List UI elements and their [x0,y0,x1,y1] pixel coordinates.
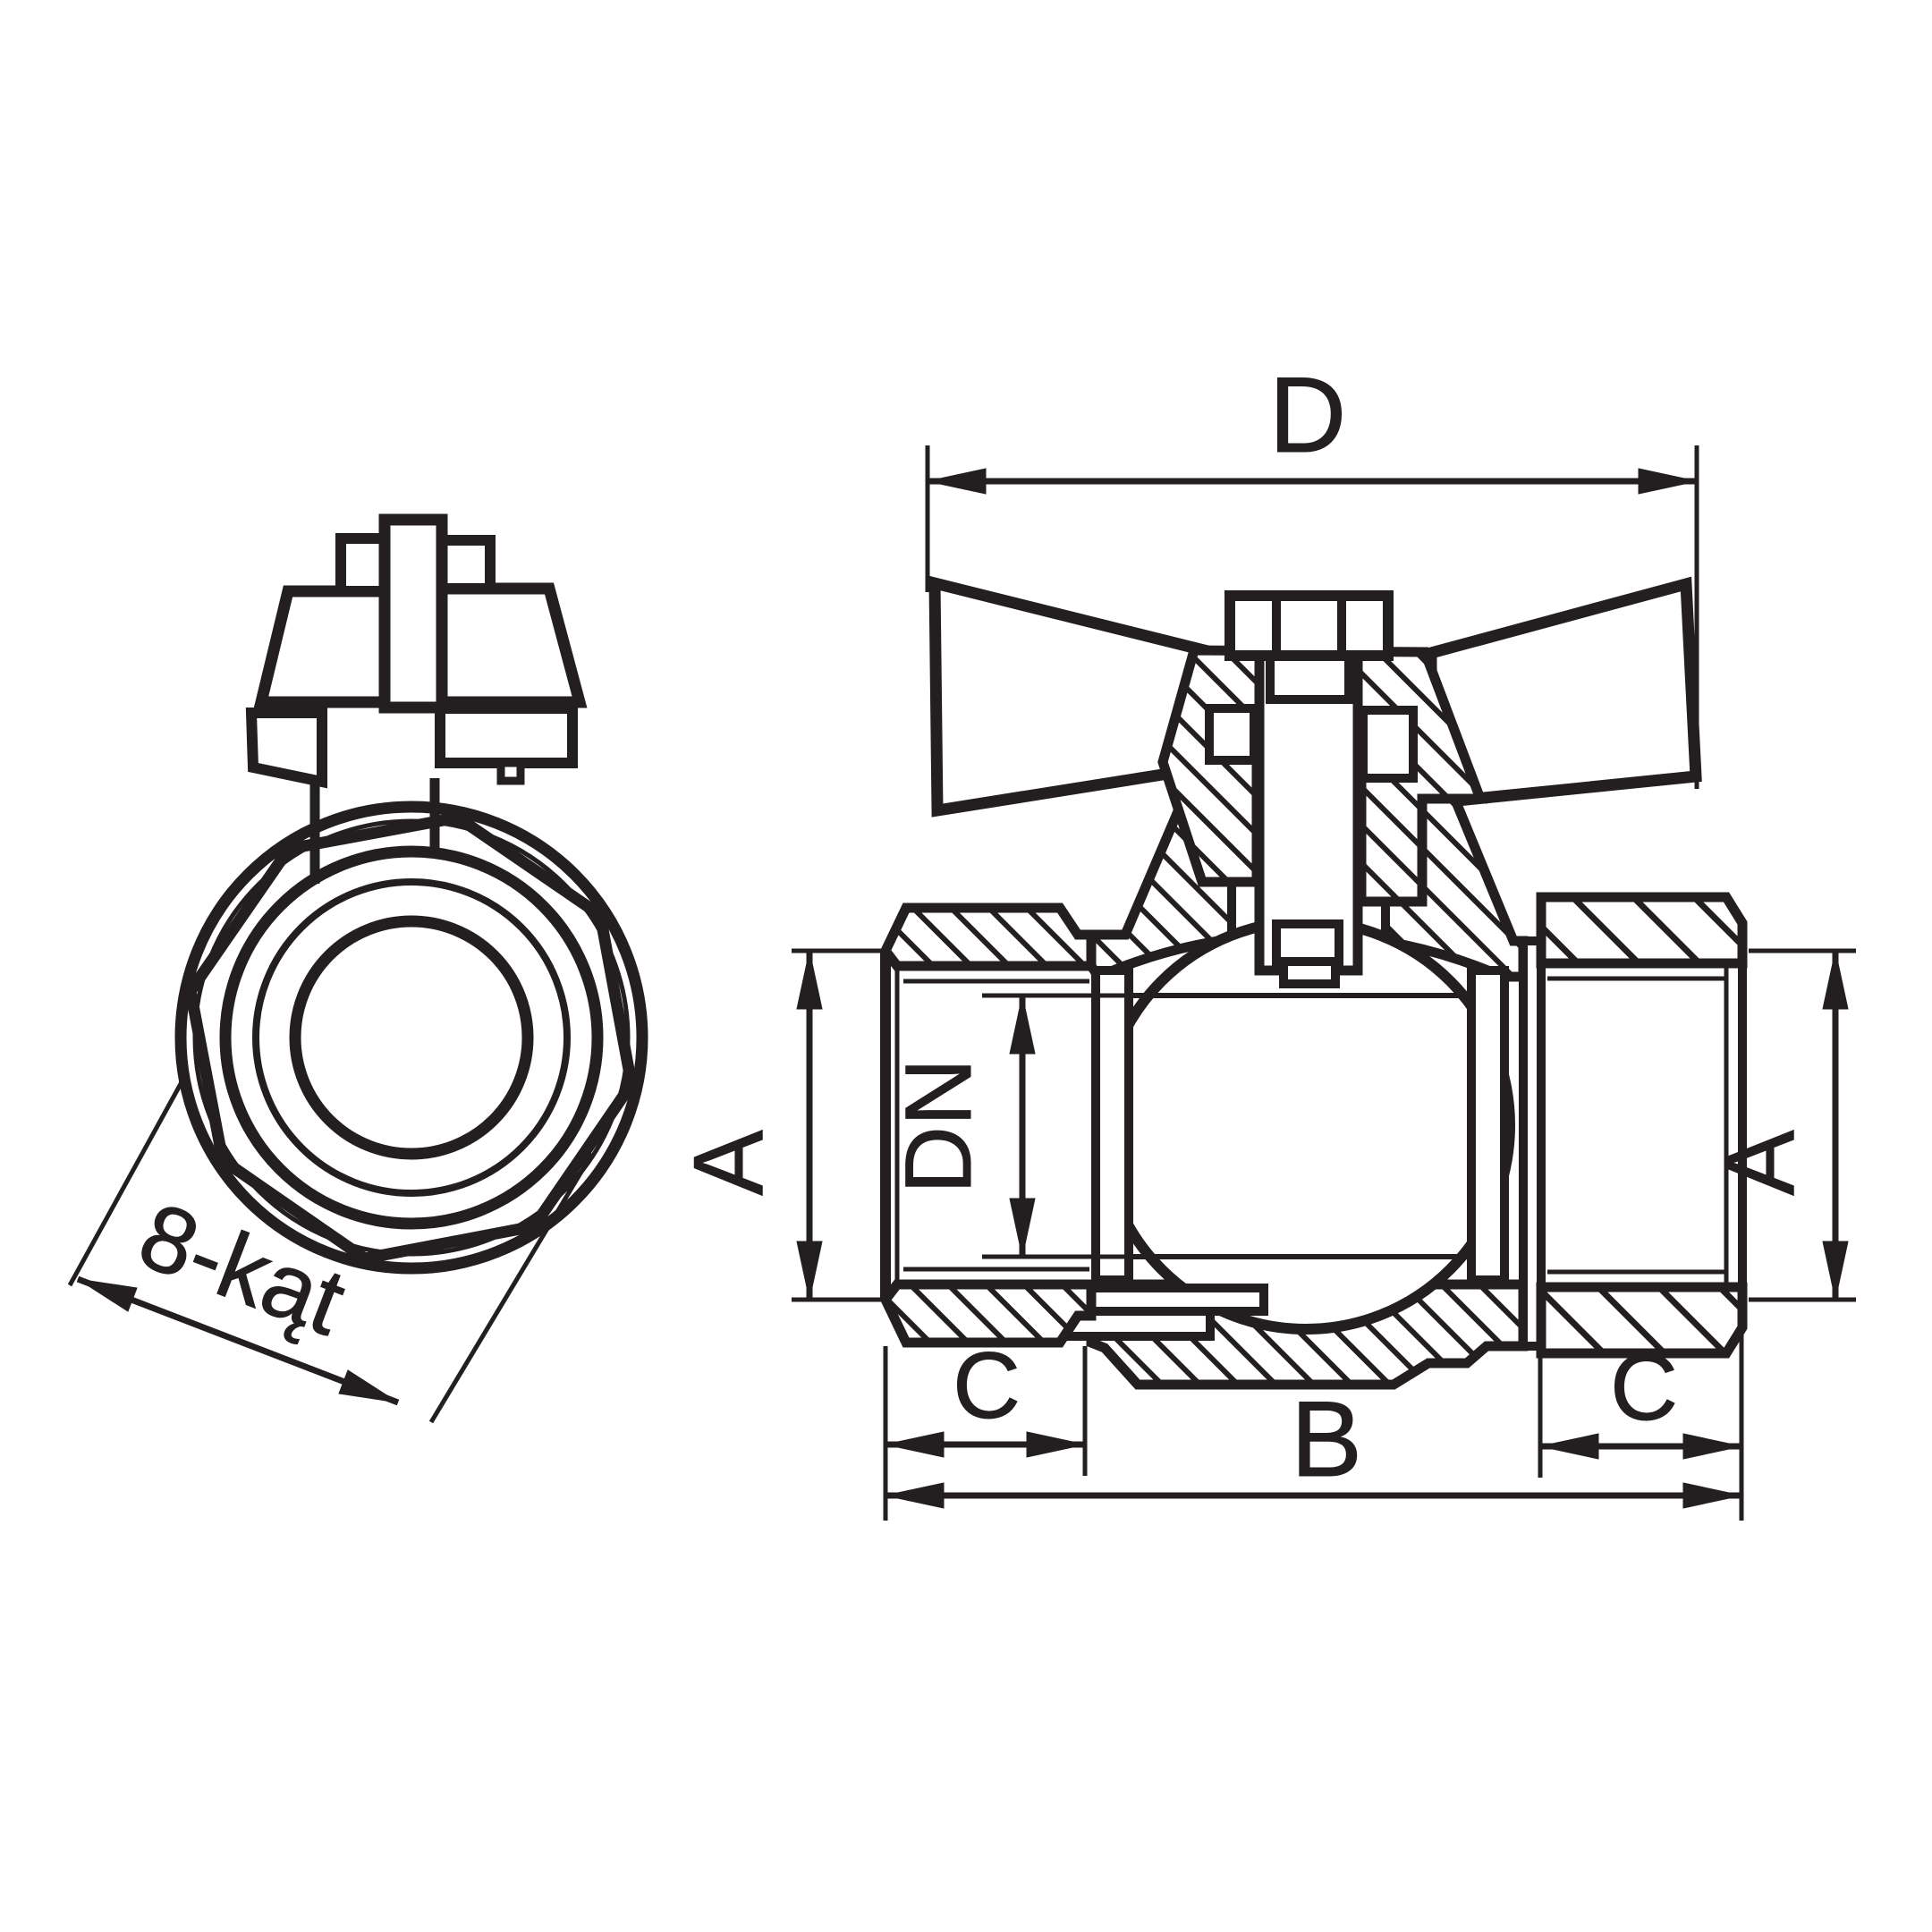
dimension-a-right-label: A [1705,1130,1815,1196]
arrowhead [77,1278,138,1312]
arrowhead [796,1241,823,1301]
stem-collar [1266,651,1353,704]
arrowhead [927,468,987,495]
left-port-interior [897,966,1091,1284]
right-port-interior [1537,959,1747,1292]
dimension-dn-label: DN [886,1058,991,1194]
seat-left [1091,966,1133,1284]
octagon [184,811,638,1265]
arrowhead [1539,1433,1599,1460]
wing-left-profile [253,585,391,708]
gland-packing-left [1205,704,1258,765]
dimension-dn: DN [886,993,1134,1259]
dimension-c-left: C [883,1334,1088,1521]
octagon-flange [174,801,648,1275]
ext-line-2 [428,1152,595,1424]
arrowhead [1009,995,1036,1055]
arrowhead [885,1482,945,1509]
arrowhead [1026,1431,1086,1458]
seat-right [1467,966,1509,1284]
dimension-c-right-label: C [1610,1335,1678,1440]
stem-column [378,513,448,714]
gland-block-right [435,703,578,768]
nut-flat-left [335,533,390,597]
stem-foot-tab [1279,957,1340,988]
octagon-dimension-label: 8-kąt [126,1182,359,1355]
outer-circle [174,801,648,1275]
dimension-c-left-label: C [953,1334,1021,1438]
dimension-a-left: A [674,948,881,1302]
handle-end-on [245,513,588,884]
dimension-a-right: A [1705,948,1856,1302]
dimension-c-right: C [1538,1328,1744,1521]
arrowhead [796,950,823,1010]
arrowhead [338,1369,399,1403]
dimension-a-left-label: A [674,1130,784,1196]
ring-2 [219,845,604,1230]
dimension-d-label: D [1269,355,1347,475]
stem-hex-nut [1224,590,1394,661]
gland-block-left [245,708,327,789]
arrowhead [1682,1433,1742,1460]
dimension-b-label: B [1291,1379,1362,1499]
handle-hub-and-stem [1157,590,1487,988]
gland-tab-right [496,758,525,785]
arrowhead [1822,1241,1849,1301]
ring-3 [252,878,571,1197]
arrowhead [1638,468,1698,495]
ext-line-1 [67,1071,190,1287]
arrowhead [1822,950,1849,1010]
right-end-bottom-wall [1536,1282,1748,1359]
dimension-d: D [925,355,1699,789]
section-view: D A DN A [674,355,1856,1521]
arrowhead [885,1431,945,1458]
end-view: 8-kąt [67,513,648,1424]
arrowhead [1009,1198,1036,1258]
arrowhead [1682,1482,1742,1509]
gland-packing-right [1359,706,1418,783]
dimension-b: B [885,1379,1742,1509]
right-end-top-wall [1536,892,1748,969]
stem-foot [1272,919,1343,966]
left-port-top-wall [879,902,1097,971]
wing-right-profile [434,582,588,708]
bore-circle [289,915,534,1160]
